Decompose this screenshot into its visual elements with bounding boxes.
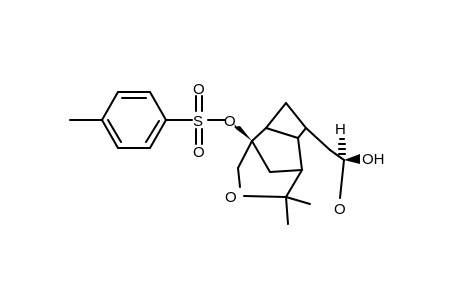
hashed-hydrogen-bond	[338, 138, 346, 155]
cage-bonds	[237, 102, 345, 225]
sulfonyl-oxygen-top-label: O	[193, 81, 205, 98]
sulfonyl-double-bonds	[195, 95, 203, 145]
ring-oxygen-right-label: O	[334, 201, 346, 218]
hydrogen-label: H	[335, 121, 346, 138]
sulfur-label: S	[193, 113, 203, 130]
ester-oxygen-label: O	[224, 113, 236, 130]
sulfonyl-oxygen-bottom-label: O	[193, 144, 205, 161]
tolyl-ring	[101, 91, 167, 149]
ring-oxygen-left-label: O	[225, 189, 237, 206]
hydroxyl-wedge	[344, 154, 360, 164]
hydroxyl-label: OH	[362, 151, 385, 168]
